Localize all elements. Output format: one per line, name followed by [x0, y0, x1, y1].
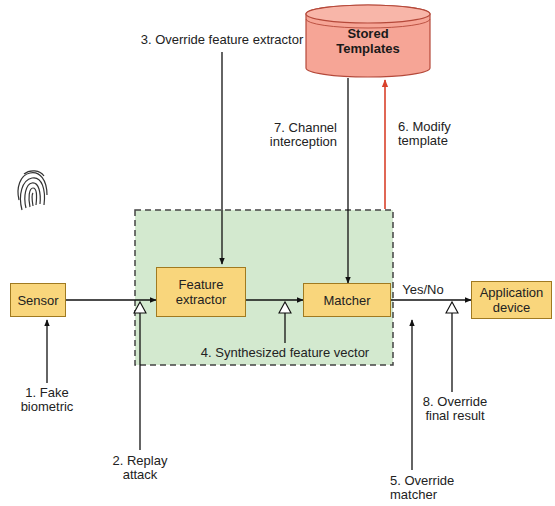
flow-connector [66, 299, 156, 300]
process-box: Sensor [10, 283, 66, 317]
edge-label: Yes/No [401, 283, 444, 297]
attack-label: 3. Override feature extractor [112, 33, 332, 47]
node-label: Sensor [17, 293, 58, 308]
database-cylinder: Stored Templates [305, 4, 431, 78]
flow-connector [347, 78, 348, 283]
attack-label: 2. Replay attack [104, 454, 176, 482]
system-region [135, 210, 393, 365]
attack-label: 7. Channel interception [247, 121, 337, 149]
node-label: Feature extractor [161, 277, 241, 307]
process-box: Feature extractor [156, 267, 246, 317]
flow-connector [391, 299, 471, 300]
attack-label: 1. Fake biometric [14, 386, 80, 414]
attack-label: 6. Modify template [398, 120, 476, 148]
flow-connector [246, 299, 303, 300]
process-box: Matcher [303, 283, 391, 317]
fingerprint-icon [18, 171, 47, 210]
attack-label: 8. Override final result [410, 395, 500, 423]
node-label: Application device [476, 285, 547, 315]
modify-template-arrow [384, 80, 386, 209]
attack-label: 5. Override matcher [390, 474, 470, 502]
attack-label: 4. Synthesized feature vector [175, 346, 395, 360]
node-label: Matcher [324, 293, 371, 308]
attack-leaders [47, 52, 452, 470]
node-label: Stored Templates [326, 26, 410, 56]
process-box: Application device [471, 281, 552, 319]
